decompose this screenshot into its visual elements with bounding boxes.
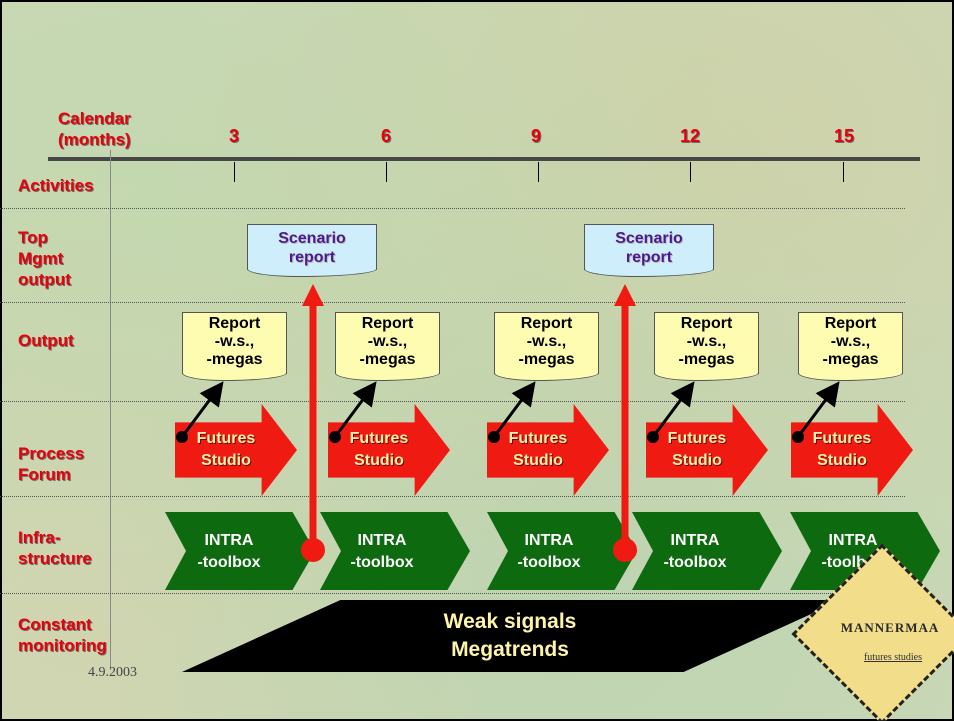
process-forum-label: Process Forum — [18, 444, 85, 484]
black-link-arrow — [176, 381, 224, 443]
infrastructure-label: Infra- structure — [18, 528, 92, 568]
row-divider — [0, 593, 905, 594]
futures-studio-label: Futures Studio — [196, 430, 256, 469]
futures-studio-label: Futures Studio — [667, 430, 727, 469]
futures-studio-label: Futures Studio — [508, 430, 568, 469]
report-document: Report -w.s., -megas — [798, 312, 903, 381]
intra-toolbox-chevron — [320, 512, 470, 590]
month-tick — [386, 162, 387, 182]
report-document: Report -w.s., -megas — [654, 312, 759, 381]
month-tick — [690, 162, 691, 182]
row-divider — [0, 496, 905, 497]
month-tick — [538, 162, 539, 182]
red-upward-arrow — [613, 284, 637, 562]
futures-studio-label: Futures Studio — [812, 430, 872, 469]
month-label: 3 — [228, 126, 239, 146]
activities-label: Activities — [18, 176, 94, 195]
timeline-axis — [48, 157, 920, 161]
month-tick — [843, 162, 844, 182]
futures-studio-label: Futures Studio — [349, 430, 409, 469]
month-label: 9 — [530, 126, 541, 146]
row-label-divider — [110, 150, 111, 670]
scenario-report: Scenario report — [584, 224, 714, 277]
report-document: Report -w.s., -megas — [182, 312, 287, 381]
report-document: Report -w.s., -megas — [335, 312, 440, 381]
row-divider — [0, 302, 905, 303]
report-document: Report -w.s., -megas — [494, 312, 599, 381]
calendar-label: Calendar (months) — [58, 109, 131, 149]
black-link-arrow — [792, 381, 840, 443]
intra-toolbox-label: INTRA -toolbox — [350, 532, 414, 571]
intra-toolbox-chevron — [487, 512, 637, 590]
intra-toolbox-label: INTRA -toolbox — [197, 532, 261, 571]
month-label: 12 — [679, 126, 701, 146]
row-divider — [0, 208, 905, 209]
black-link-arrow — [488, 381, 536, 443]
month-tick — [234, 162, 235, 182]
top-mgmt-label: Top Mgmt output — [18, 228, 71, 289]
intra-toolbox-chevron — [632, 512, 782, 590]
constant-monitoring-label: Constant monitoring — [18, 615, 107, 655]
slide-date: 4.9.2003 — [88, 665, 137, 680]
scenario-report: Scenario report — [247, 224, 377, 277]
red-upward-arrow — [301, 284, 325, 562]
intra-toolbox-label: INTRA -toolbox — [663, 532, 727, 571]
intra-toolbox-label: INTRA -toolbox — [517, 532, 581, 571]
output-label: Output — [18, 331, 74, 350]
monitoring-band-label: Weak signals Megatrends — [443, 610, 577, 661]
row-divider — [0, 401, 905, 402]
month-label: 6 — [380, 126, 391, 146]
black-link-arrow — [647, 381, 695, 443]
intra-toolbox-chevron — [165, 512, 315, 590]
logo-subtitle: futures studies — [863, 652, 923, 663]
black-link-arrow — [329, 381, 377, 443]
logo-name: MANNERMAA — [840, 620, 940, 635]
month-label: 15 — [833, 126, 855, 146]
